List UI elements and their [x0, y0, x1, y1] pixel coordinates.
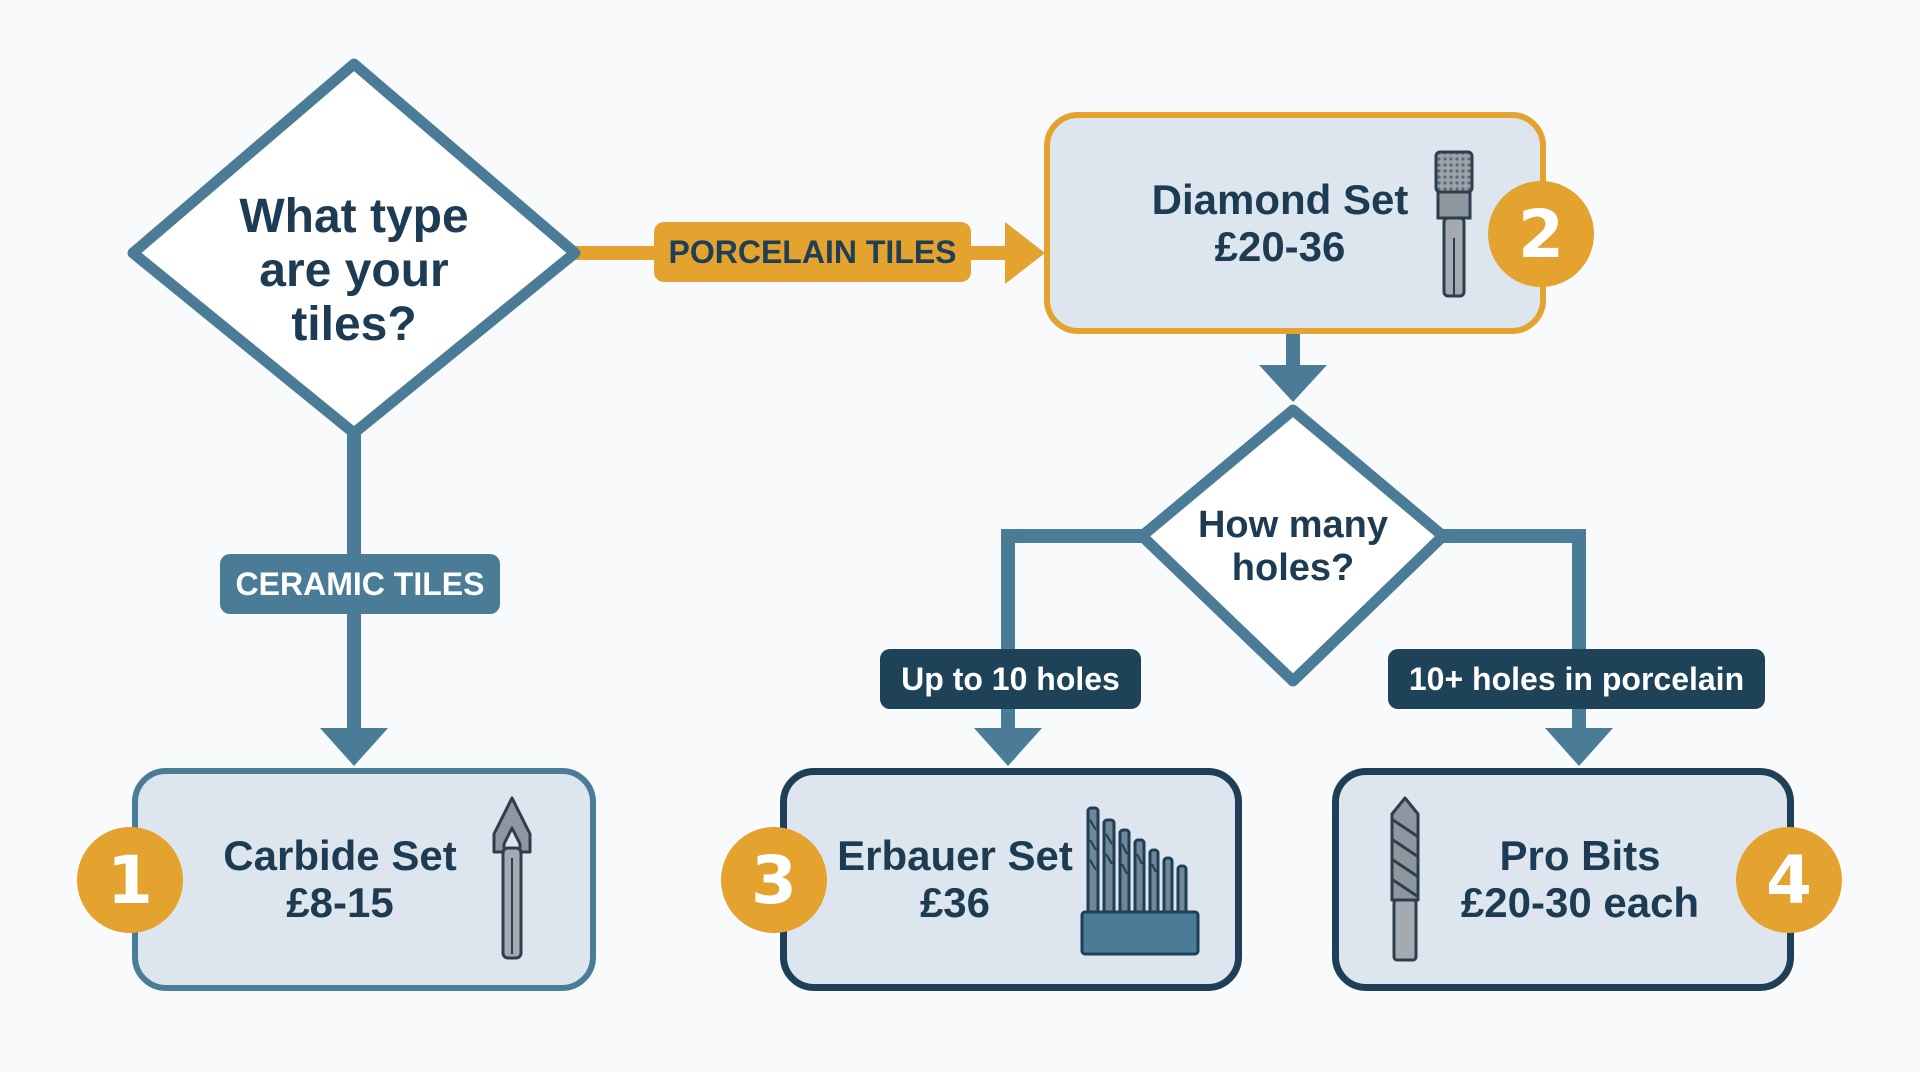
option-pro-bits-price: £20-30 each [1460, 879, 1700, 926]
label-up-to-10-holes: Up to 10 holes [880, 649, 1141, 709]
option-carbide-set-price: £8-15 [286, 879, 394, 926]
decision-tile-type-shape [127, 58, 581, 439]
option-pro-bits-text: Pro Bits £20-30 each [1420, 824, 1740, 934]
option-erbauer-set-price: £36 [919, 879, 991, 926]
decision-holes-line-2: holes? [1231, 547, 1355, 589]
option-diamond-set-price: £20-36 [1214, 223, 1346, 270]
decision-holes: How many holes? [1163, 502, 1423, 592]
arrowhead-up-to-10 [974, 728, 1042, 766]
drill-bit-set-icon [1080, 806, 1200, 956]
option-erbauer-set-text: Erbauer Set £36 [830, 824, 1080, 934]
diamond-core-bit-icon [1434, 150, 1474, 298]
decision-tile-type-line-2: are your [259, 244, 449, 298]
decision-holes-shape [1136, 404, 1449, 687]
option-erbauer-set-name: Erbauer Set [837, 831, 1073, 879]
option-pro-bits-name: Pro Bits [1499, 831, 1661, 879]
badge-1: 1 [77, 827, 183, 933]
carbide-spear-bit-icon [492, 796, 532, 960]
option-diamond-set-name: Diamond Set [1151, 175, 1409, 223]
arrowhead-ceramic [320, 728, 388, 766]
decision-holes-line-1: How many [1197, 504, 1389, 547]
arrowhead-porcelain [1005, 222, 1045, 284]
label-porcelain-tiles: PORCELAIN TILES [654, 222, 971, 282]
badge-3: 3 [721, 827, 827, 933]
decision-tile-type: What type are your tiles? [180, 190, 528, 352]
option-carbide-set-name: Carbide Set [223, 831, 457, 879]
badge-2: 2 [1488, 181, 1594, 287]
decision-tile-type-line-1: What type [239, 190, 469, 244]
decision-tile-type-line-3: tiles? [291, 297, 417, 351]
option-carbide-set-text: Carbide Set £8-15 [195, 824, 485, 934]
option-diamond-set-text: Diamond Set £20-36 [1130, 168, 1430, 278]
badge-4: 4 [1736, 827, 1842, 933]
label-ceramic-tiles: CERAMIC TILES [220, 554, 500, 614]
label-ten-plus-holes: 10+ holes in porcelain [1388, 649, 1765, 709]
twist-drill-bit-icon [1390, 796, 1420, 962]
arrowhead-diamond-to-holes [1259, 365, 1327, 402]
arrowhead-ten-plus [1545, 728, 1613, 766]
